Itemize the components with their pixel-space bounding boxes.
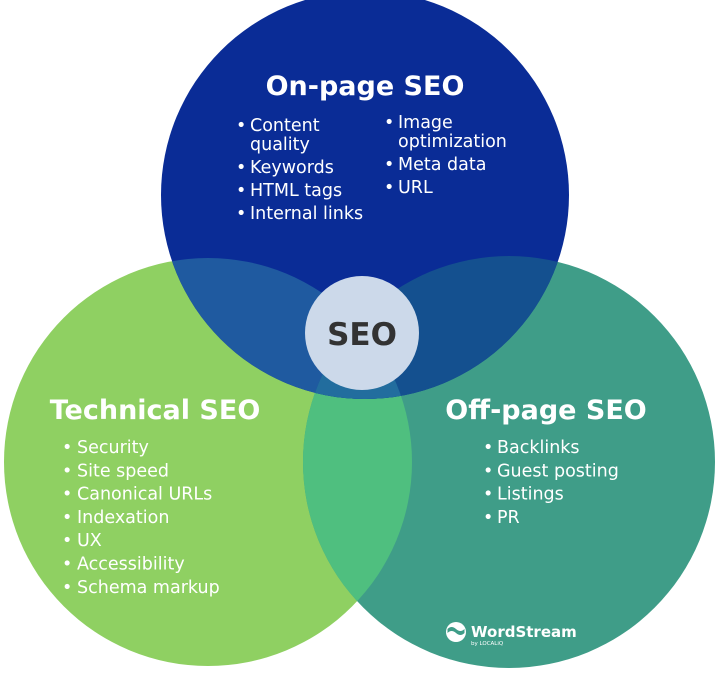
technical-item: Accessibility [77,555,185,575]
onpage-item: HTML tags [250,181,342,201]
technical-bullet: • [62,531,72,551]
offpage-item: PR [497,508,520,528]
wordstream-logo-icon [446,622,466,642]
technical-item: Indexation [77,508,169,528]
onpage-item: Content [250,116,320,136]
technical-item: UX [77,531,102,551]
brand-name: WordStream [471,623,577,641]
technical-bullet: • [62,555,72,575]
onpage-item: Keywords [250,158,334,178]
technical-list: •Security•Site speed•Canonical URLs•Inde… [62,438,220,598]
onpage-item: quality [250,135,310,155]
offpage-list: •Backlinks•Guest posting•Listings•PR [483,438,619,528]
onpage-item: optimization [398,132,507,152]
onpage-title: On-page SEO [266,71,465,102]
brand-sub: by LOCALiQ [471,641,504,647]
onpage-technical-overlap [161,258,412,399]
center-badge [305,276,419,390]
offpage-bullet: • [483,461,493,481]
offpage-item: Listings [497,485,564,505]
onpage-bullet: • [384,155,394,175]
technical-bullet: • [62,461,72,481]
onpage-bullet: • [236,158,246,178]
technical-bullet: • [62,438,72,458]
technical-item: Security [77,438,149,458]
onpage-item: Internal links [250,204,363,224]
brand-logo: WordStream by LOCALiQ [446,622,577,647]
offpage-item: Guest posting [497,461,619,481]
onpage-bullet: • [384,178,394,198]
onpage-item: Meta data [398,155,486,175]
onpage-bullet: • [236,116,246,136]
offpage-item: Backlinks [497,438,580,458]
technical-item: Schema markup [77,578,220,598]
onpage-bullet: • [384,113,394,133]
technical-bullet: • [62,578,72,598]
onpage-bullet: • [236,181,246,201]
technical-title: Technical SEO [50,395,261,426]
onpage-item: URL [398,178,433,198]
center-label: SEO [327,317,397,353]
onpage-offpage-overlap [303,256,569,399]
onpage-item: Image [398,113,453,133]
technical-item: Site speed [77,461,169,481]
offpage-title: Off-page SEO [445,395,646,426]
offpage-bullet: • [483,508,493,528]
technical-bullet: • [62,508,72,528]
offpage-bullet: • [483,485,493,505]
onpage-bullet: • [236,204,246,224]
technical-item: Canonical URLs [77,485,212,505]
offpage-bullet: • [483,438,493,458]
technical-bullet: • [62,485,72,505]
